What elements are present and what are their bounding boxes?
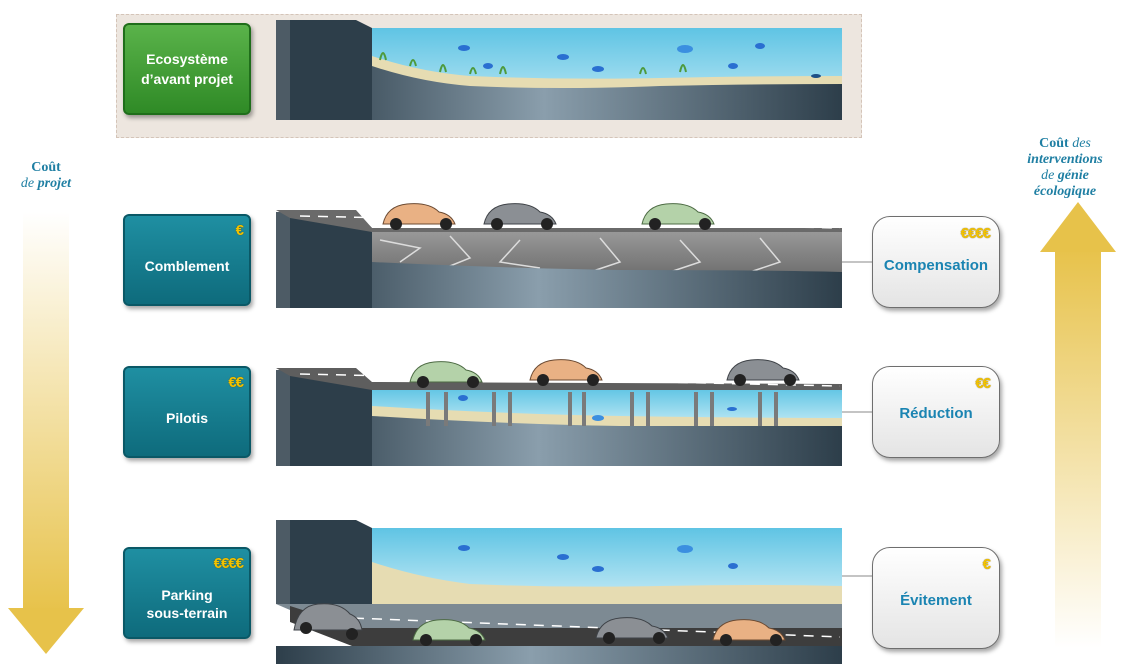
comblement-box: € Comblement <box>123 214 251 306</box>
eco-cost-word6: écologique <box>1033 184 1097 199</box>
parking-label-line2: sous-terrain <box>146 605 228 621</box>
parking-box: €€€€ Parking sous-terrain <box>123 547 251 639</box>
compensation-cost: €€€€ <box>960 225 991 242</box>
evitement-cost: € <box>982 556 991 573</box>
pilotis-label: Pilotis <box>165 410 208 426</box>
eco-cost-word3: interventions <box>1027 152 1103 167</box>
scene-pilotis <box>276 368 842 466</box>
car-orange-1 <box>382 203 456 230</box>
car-grey-2 <box>726 359 800 386</box>
car-grey-4 <box>595 617 669 644</box>
pilotis-box: €€ Pilotis <box>123 366 251 458</box>
ecosystem-label-line2: d’avant projet <box>141 71 233 87</box>
car-grey-3 <box>293 603 363 640</box>
car-grey-1 <box>483 203 557 230</box>
eco-cost-arrow <box>1040 202 1116 648</box>
eco-cost-label: Coût des interventions de génie écologiq… <box>1010 136 1120 200</box>
ecosystem-label-line1: Ecosystème <box>146 51 228 67</box>
evitement-box: € Évitement <box>872 547 1000 649</box>
project-cost-word2: de <box>20 176 35 191</box>
comblement-label: Comblement <box>144 258 230 274</box>
car-green-3 <box>412 619 486 646</box>
project-cost-arrow <box>8 212 84 654</box>
project-cost-label: Coût de projet <box>14 160 78 192</box>
scene-ecosystem <box>276 20 842 120</box>
car-orange-3 <box>712 619 786 646</box>
project-cost-word3: projet <box>37 176 72 191</box>
project-cost-word1: Coût <box>31 160 61 175</box>
pilotis-cost: €€ <box>228 374 244 391</box>
reduction-label: Réduction <box>899 405 973 422</box>
car-orange-2 <box>529 359 603 386</box>
eco-cost-word4: de <box>1041 168 1055 183</box>
car-green-2 <box>409 361 483 388</box>
scene-parking <box>276 520 842 664</box>
parking-cost: €€€€ <box>213 555 244 572</box>
car-green-1 <box>641 203 715 230</box>
evitement-label: Évitement <box>900 592 972 609</box>
comblement-cost: € <box>235 222 244 239</box>
parking-label-line1: Parking <box>161 587 213 603</box>
eco-cost-word1: Coût <box>1039 136 1069 151</box>
reduction-cost: €€ <box>975 375 991 392</box>
ecosystem-box: Ecosystème d’avant projet <box>123 23 251 115</box>
compensation-box: €€€€ Compensation <box>872 216 1000 308</box>
compensation-label: Compensation <box>883 257 989 274</box>
eco-cost-word2: des <box>1072 136 1091 151</box>
eco-cost-word5: génie <box>1057 168 1089 183</box>
scene-comblement <box>276 210 842 308</box>
reduction-box: €€ Réduction <box>872 366 1000 458</box>
